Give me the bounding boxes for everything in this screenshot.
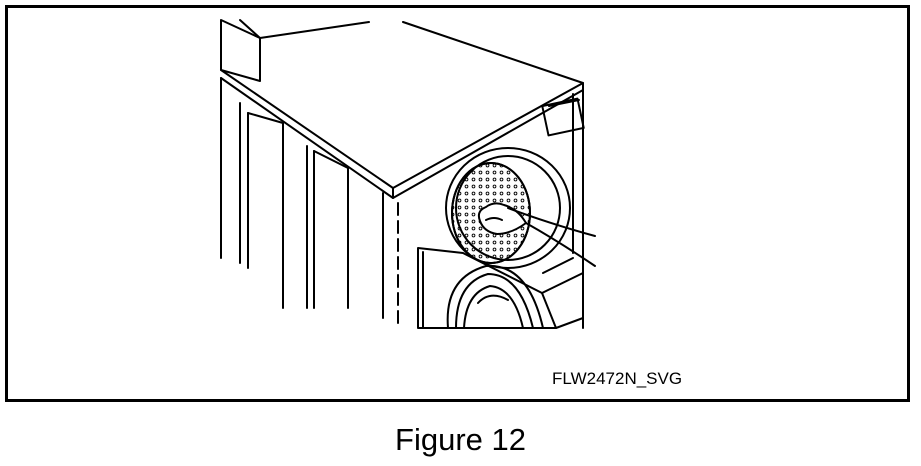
dryer-lint-filter-illustration [220,19,596,329]
figure-frame: FLW2472N_SVG [5,5,910,402]
door-handle [541,97,585,137]
dryer-top-panel [220,21,584,189]
control-console [220,19,261,82]
arm [507,207,596,237]
image-code-label: FLW2472N_SVG [552,369,683,388]
drum-opening [445,147,571,269]
figure-caption: Figure 12 [395,422,526,457]
